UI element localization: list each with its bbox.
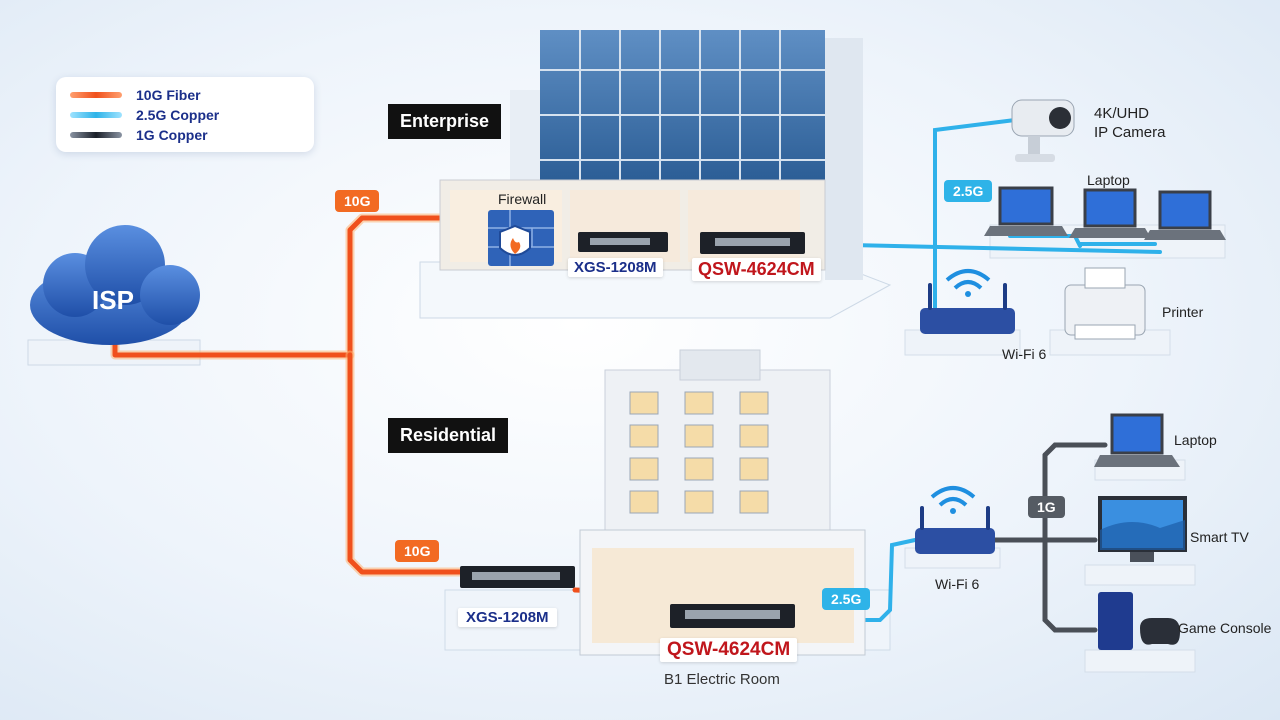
residential-laptop-label: Laptop xyxy=(1174,432,1217,448)
printer-icon xyxy=(1064,267,1146,340)
legend-swatch-copper-1g xyxy=(70,132,122,138)
smart-tv-label: Smart TV xyxy=(1190,529,1249,545)
printer-label: Printer xyxy=(1162,304,1204,320)
legend-label: 1G Copper xyxy=(136,127,208,143)
residential-1g-badge: 1G xyxy=(1028,496,1065,518)
game-console-label: Game Console xyxy=(1178,620,1272,636)
ip-camera-icon xyxy=(1011,99,1075,162)
enterprise-xgs-label: XGS-1208M xyxy=(568,258,663,277)
residential-laptop-icon xyxy=(1094,413,1180,467)
enterprise-wifi-router-icon xyxy=(920,269,1015,334)
residential-25g-badge: 2.5G xyxy=(822,588,871,610)
residential-wifi-router-icon xyxy=(915,486,995,554)
legend: 10G Fiber 2.5G Copper 1G Copper xyxy=(56,77,314,152)
smart-tv-icon xyxy=(1098,496,1187,562)
legend-item: 10G Fiber xyxy=(70,86,201,104)
isp-cloud-icon xyxy=(30,225,200,345)
switch-icons xyxy=(460,232,805,628)
legend-label: 2.5G Copper xyxy=(136,107,220,123)
residential-wifi-label: Wi-Fi 6 xyxy=(935,576,980,592)
enterprise-laptop-label: Laptop xyxy=(1087,172,1130,188)
firewall-label: Firewall xyxy=(498,191,547,207)
room-label: B1 Electric Room xyxy=(664,671,780,688)
enterprise-25g-badge: 2.5G xyxy=(944,180,993,202)
legend-swatch-fiber xyxy=(70,92,122,98)
enterprise-wifi-label: Wi-Fi 6 xyxy=(1002,346,1047,362)
isp-label: ISP xyxy=(92,285,134,315)
legend-label: 10G Fiber xyxy=(136,87,201,103)
residential-xgs-label: XGS-1208M xyxy=(458,608,557,627)
legend-swatch-copper-25 xyxy=(70,112,122,118)
camera-label: 4K/UHD IP Camera xyxy=(1094,105,1166,141)
residential-title: Residential xyxy=(388,418,509,453)
enterprise-title: Enterprise xyxy=(388,104,502,139)
game-console-icon xyxy=(1098,592,1180,650)
enterprise-10g-badge: 10G xyxy=(335,190,380,212)
enterprise-qsw-label: QSW-4624CM xyxy=(692,258,821,281)
firewall-icon xyxy=(488,210,554,266)
legend-item: 2.5G Copper xyxy=(70,106,219,124)
legend-item: 1G Copper xyxy=(70,126,208,144)
residential-qsw-label: QSW-4624CM xyxy=(660,638,798,662)
enterprise-laptops-icon xyxy=(984,186,1226,240)
residential-10g-badge: 10G xyxy=(395,540,440,562)
copper-1g-cables xyxy=(987,442,1108,633)
